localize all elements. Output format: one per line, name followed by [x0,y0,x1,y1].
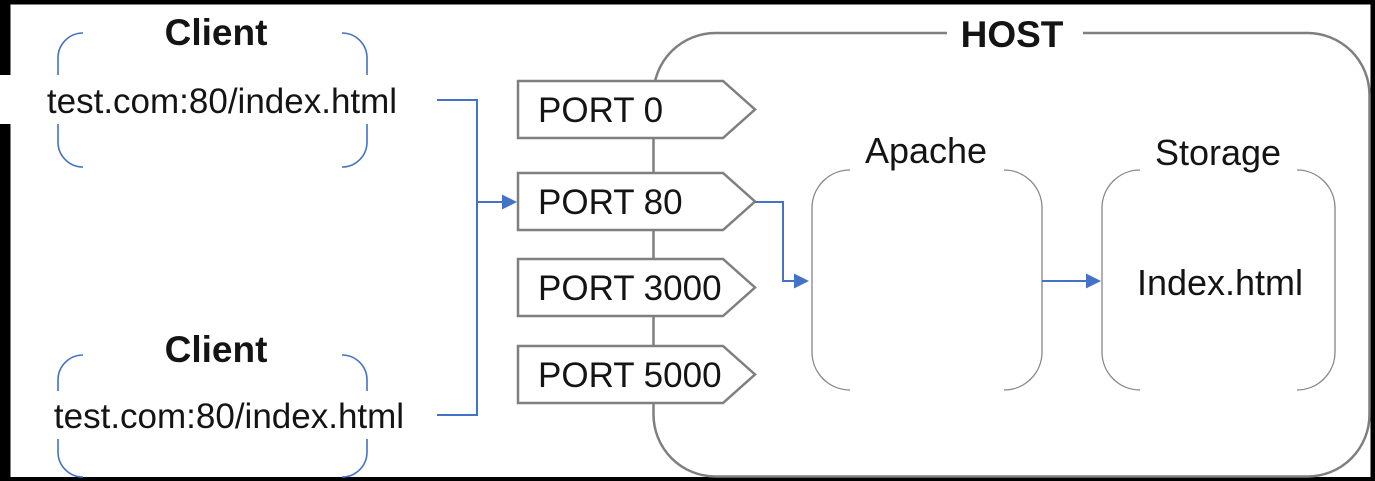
client-bottom-url: test.com:80/index.html [54,397,404,436]
port-0-shape [516,79,757,140]
host-container [652,31,1371,478]
storage-bracket-left [1101,169,1141,391]
client-top-url-plate [0,75,436,124]
arrowheads [502,194,1101,289]
storage-bracket-right [1296,169,1336,391]
frame-right-border [1370,0,1375,481]
apache-bracket-left [811,169,851,391]
storage-file-label: Index.html [1137,262,1303,303]
port80-to-apache-connector [755,201,794,282]
client-bottom-title: Client [165,329,268,370]
connectors [437,99,1086,416]
client-top-url: test.com:80/index.html [47,82,397,121]
arrowhead-apache [794,273,809,289]
frame-bottom-border [0,477,1375,481]
storage-label: Storage [1155,132,1281,173]
port-5000-shape [516,344,757,405]
clients-merge-connector [437,99,478,416]
host-title-plate [947,12,1083,56]
arrowhead-storage [1086,273,1101,289]
client-top-title: Client [165,12,268,53]
port-3000-shape [516,257,757,318]
storage-bracket [1101,169,1336,391]
arrowhead-port-80 [502,194,517,210]
port-3000-label: PORT 3000 [538,269,722,308]
host-title: HOST [961,14,1064,55]
client-bottom-url-plate [24,391,436,439]
port-stack [516,79,757,405]
frame-top-border [0,0,1375,5]
frame-left-bar [0,0,11,481]
apache-label: Apache [865,130,987,171]
port-80-label: PORT 80 [538,183,683,222]
port-80-shape [516,171,757,232]
port-0-label: PORT 0 [538,91,663,130]
port-5000-label: PORT 5000 [538,356,722,395]
